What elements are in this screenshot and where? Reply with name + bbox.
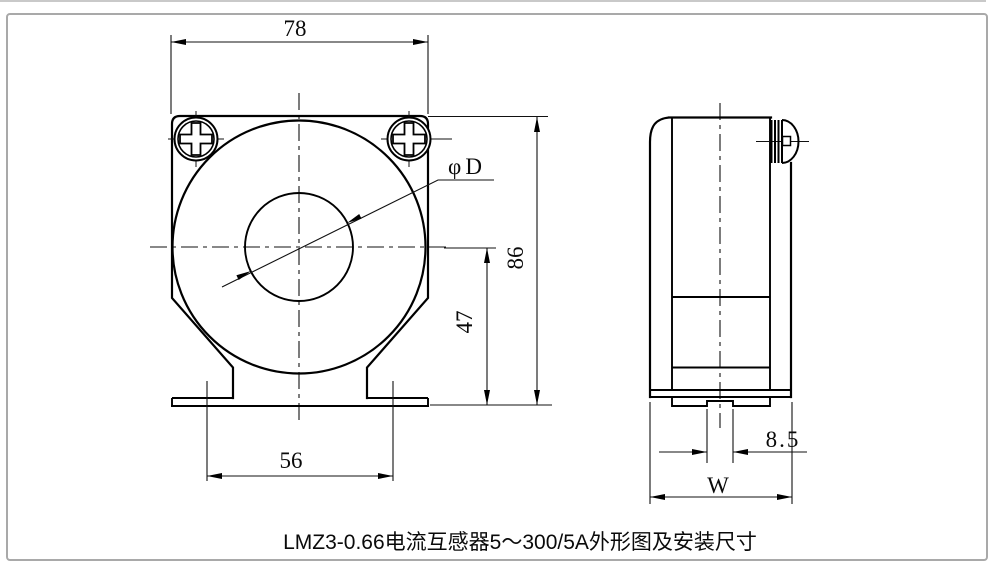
dimension-47: 47 — [444, 247, 496, 405]
side-bottom-rim — [650, 389, 791, 398]
dim-47-label: 47 — [452, 311, 477, 334]
outer-core-circle — [171, 119, 427, 375]
side-screw-flange — [770, 120, 783, 163]
dimension-w: W — [649, 402, 793, 504]
transformer-body-outline — [170, 114, 430, 400]
dim-56-label: 56 — [280, 448, 303, 473]
dim-w-label: W — [707, 473, 729, 498]
front-view: 78 86 47 56 — [150, 16, 552, 481]
aperture-diameter-label: φD — [448, 154, 486, 179]
side-screw-cap-arc — [781, 119, 800, 164]
side-outer-shell — [648, 116, 793, 399]
dim-8-5-label: 8.5 — [766, 427, 801, 452]
panel-border — [6, 13, 988, 561]
right-screw — [381, 111, 452, 167]
side-inner-block — [671, 117, 771, 390]
dimension-86: 86 — [428, 115, 552, 406]
left-screw-rim — [177, 120, 215, 158]
side-terminal-screw — [756, 119, 809, 164]
dim-78-label: 78 — [284, 16, 307, 41]
mounting-feet — [171, 397, 429, 407]
side-screw-tip — [781, 135, 792, 147]
dimension-56: 56 — [206, 381, 394, 481]
dimension-8-5: 8.5 — [659, 409, 807, 463]
side-foot-with-slot — [671, 397, 771, 407]
dim-86-label: 86 — [503, 247, 528, 270]
right-screw-rim — [390, 120, 428, 158]
top-divider — [0, 0, 986, 2]
right-screw-phillips-cross-icon — [392, 122, 426, 156]
dimension-78: 78 — [170, 16, 429, 114]
aperture-diameter-leader: φD — [221, 154, 494, 288]
drawing-caption: LMZ3-0.66电流互感器5～300/5A外形图及安装尺寸 — [283, 531, 757, 554]
inner-aperture-circle — [244, 192, 354, 302]
left-screw-phillips-cross-icon — [179, 122, 213, 156]
side-view: 8.5 W — [648, 103, 809, 504]
left-screw — [168, 111, 224, 167]
